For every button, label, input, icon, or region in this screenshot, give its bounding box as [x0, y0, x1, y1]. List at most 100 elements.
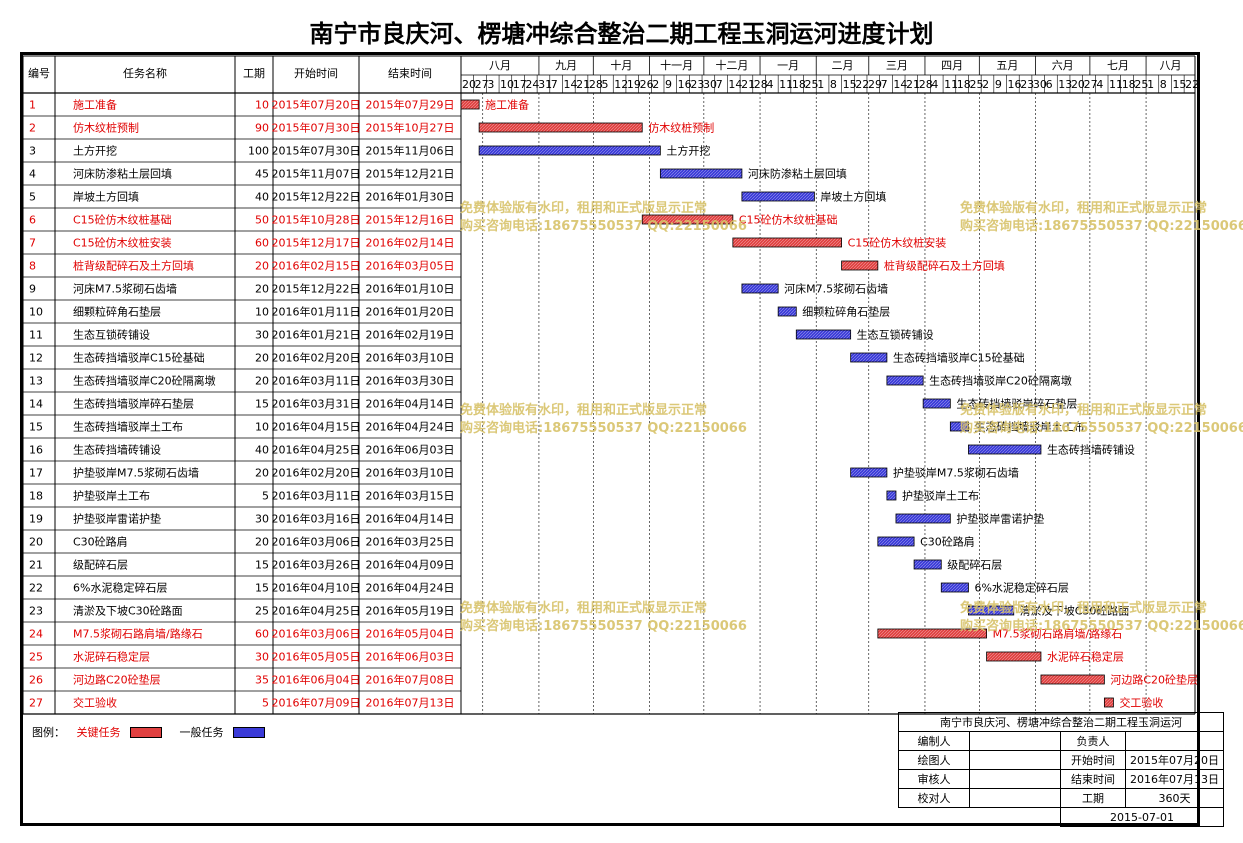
day-label-46: 6	[1046, 78, 1053, 91]
info-duration-label: 工期	[1060, 788, 1126, 808]
task-end-5: 2016年01月30日	[366, 190, 455, 204]
task-bar-26	[1040, 674, 1105, 685]
task-name-5: 岸坡土方回填	[73, 190, 139, 204]
task-duration-9: 20	[255, 283, 269, 296]
task-start-20: 2016年03月06日	[272, 535, 361, 549]
day-label-50: 4	[1096, 78, 1103, 91]
task-bar-20	[877, 536, 915, 547]
watermark-6: 免费体验版有水印，租用和正式版显示正常购买咨询电话:18675550537 QQ…	[960, 601, 1243, 634]
task-name-18: 护垫驳岸土工布	[73, 489, 150, 503]
task-start-5: 2015年12月22日	[272, 190, 361, 204]
task-bar-11	[795, 329, 852, 340]
month-label-6: 一月	[777, 59, 799, 72]
task-end-16: 2016年06月03日	[366, 443, 455, 457]
task-name-14: 生态砖挡墙驳岸碎石垫层	[73, 397, 194, 411]
task-name-6: C15砼仿木纹桩基础	[73, 213, 172, 227]
month-label-4: 十一月	[660, 58, 693, 72]
task-bar-label-25: 水泥碎石稳定层	[1047, 650, 1124, 664]
task-name-21: 级配碎石层	[73, 558, 128, 572]
info-reviewer-value	[969, 769, 1061, 789]
task-start-12: 2016年02月20日	[272, 351, 361, 365]
task-end-12: 2016年03月10日	[366, 351, 455, 365]
task-bar-23	[968, 605, 1015, 616]
task-bar-13	[886, 375, 924, 386]
task-end-3: 2015年11月06日	[366, 144, 455, 158]
task-end-4: 2015年12月21日	[366, 167, 455, 181]
task-bar-label-21: 级配碎石层	[947, 558, 1002, 572]
task-start-23: 2016年04月25日	[272, 604, 361, 618]
task-bar-2	[478, 122, 643, 133]
day-label-13: 19	[627, 78, 641, 91]
task-id-10: 10	[29, 306, 43, 319]
task-name-13: 生态砖挡墙驳岸C20砼隔离墩	[73, 374, 216, 388]
day-label-1: 27	[475, 78, 489, 91]
day-label-15: 2	[652, 78, 659, 91]
task-bar-label-19: 护垫驳岸雷诺护垫	[956, 512, 1044, 526]
task-start-1: 2015年07月20日	[272, 98, 361, 112]
info-end-label: 结束时间	[1060, 769, 1126, 789]
task-duration-18: 5	[262, 490, 269, 503]
task-end-21: 2016年04月09日	[366, 558, 455, 572]
task-duration-10: 10	[255, 306, 269, 319]
legend-normal-swatch	[233, 726, 265, 738]
legend-normal-label: 一般任务	[179, 726, 224, 739]
task-id-12: 12	[29, 352, 43, 365]
task-name-20: C30砼路肩	[73, 535, 128, 549]
task-name-2: 仿木纹桩预制	[73, 121, 139, 135]
task-end-6: 2015年12月16日	[366, 213, 455, 227]
day-label-55: 8	[1160, 78, 1167, 91]
info-start-label: 开始时间	[1060, 750, 1126, 770]
month-label-10: 五月	[996, 59, 1018, 72]
day-label-12: 12	[614, 78, 628, 91]
info-checker-value	[969, 788, 1061, 808]
day-label-41: 2	[982, 78, 989, 91]
task-bar-label-11: 生态互锁砖铺设	[857, 328, 934, 342]
task-name-23: 清淤及下坡C30砼路面	[73, 605, 183, 618]
day-label-45: 30	[1033, 78, 1047, 91]
task-duration-20: 20	[255, 536, 269, 549]
task-end-1: 2015年07月29日	[366, 98, 455, 112]
task-name-22: 6%水泥稳定碎石层	[73, 581, 167, 595]
task-duration-6: 50	[255, 214, 269, 227]
task-bar-label-2: 仿木纹桩预制	[648, 121, 714, 135]
task-bar-label-5: 岸坡土方回填	[820, 190, 886, 204]
day-label-34: 14	[893, 78, 907, 91]
legend-label: 图例：	[32, 726, 65, 739]
task-start-22: 2016年04月10日	[272, 581, 361, 595]
info-duration-value: 360天	[1124, 788, 1225, 808]
month-label-7: 二月	[831, 59, 853, 72]
task-end-26: 2016年07月08日	[366, 673, 455, 687]
day-label-8: 14	[563, 78, 577, 91]
task-end-19: 2016年04月14日	[366, 512, 455, 526]
info-editor-value	[969, 731, 1061, 751]
task-id-5: 5	[29, 191, 36, 204]
task-start-24: 2016年03月06日	[272, 627, 361, 641]
task-bar-label-10: 细颗粒碎角石垫层	[802, 305, 890, 319]
task-end-17: 2016年03月10日	[366, 466, 455, 480]
day-label-31: 22	[855, 78, 869, 91]
day-label-51: 11	[1109, 78, 1123, 91]
task-name-16: 生态砖挡墙砖铺设	[73, 443, 161, 457]
task-name-4: 河床防渗粘土层回填	[73, 167, 172, 181]
task-name-1: 施工准备	[73, 98, 117, 112]
task-end-24: 2016年05月04日	[366, 627, 455, 641]
day-label-0: 20	[462, 78, 476, 91]
day-label-35: 21	[906, 78, 920, 91]
task-id-2: 2	[29, 122, 36, 135]
task-start-17: 2016年02月20日	[272, 466, 361, 480]
day-label-16: 9	[665, 78, 672, 91]
day-label-56: 15	[1172, 78, 1186, 91]
task-bar-22	[940, 582, 969, 593]
task-start-9: 2015年12月22日	[272, 282, 361, 296]
task-id-1: 1	[29, 99, 36, 112]
task-bar-17	[850, 467, 888, 478]
day-label-10: 28	[589, 78, 603, 91]
task-duration-27: 5	[262, 697, 269, 710]
day-label-39: 18	[957, 78, 971, 91]
task-id-27: 27	[29, 697, 43, 710]
day-label-4: 17	[513, 78, 527, 91]
gantt-frame: 编号任务名称工期开始时间结束时间八月九月十月十一月十二月一月二月三月四月五月六月…	[20, 52, 1200, 826]
day-label-47: 13	[1058, 78, 1072, 91]
task-id-3: 3	[29, 145, 36, 158]
task-end-8: 2016年03月05日	[366, 259, 455, 273]
